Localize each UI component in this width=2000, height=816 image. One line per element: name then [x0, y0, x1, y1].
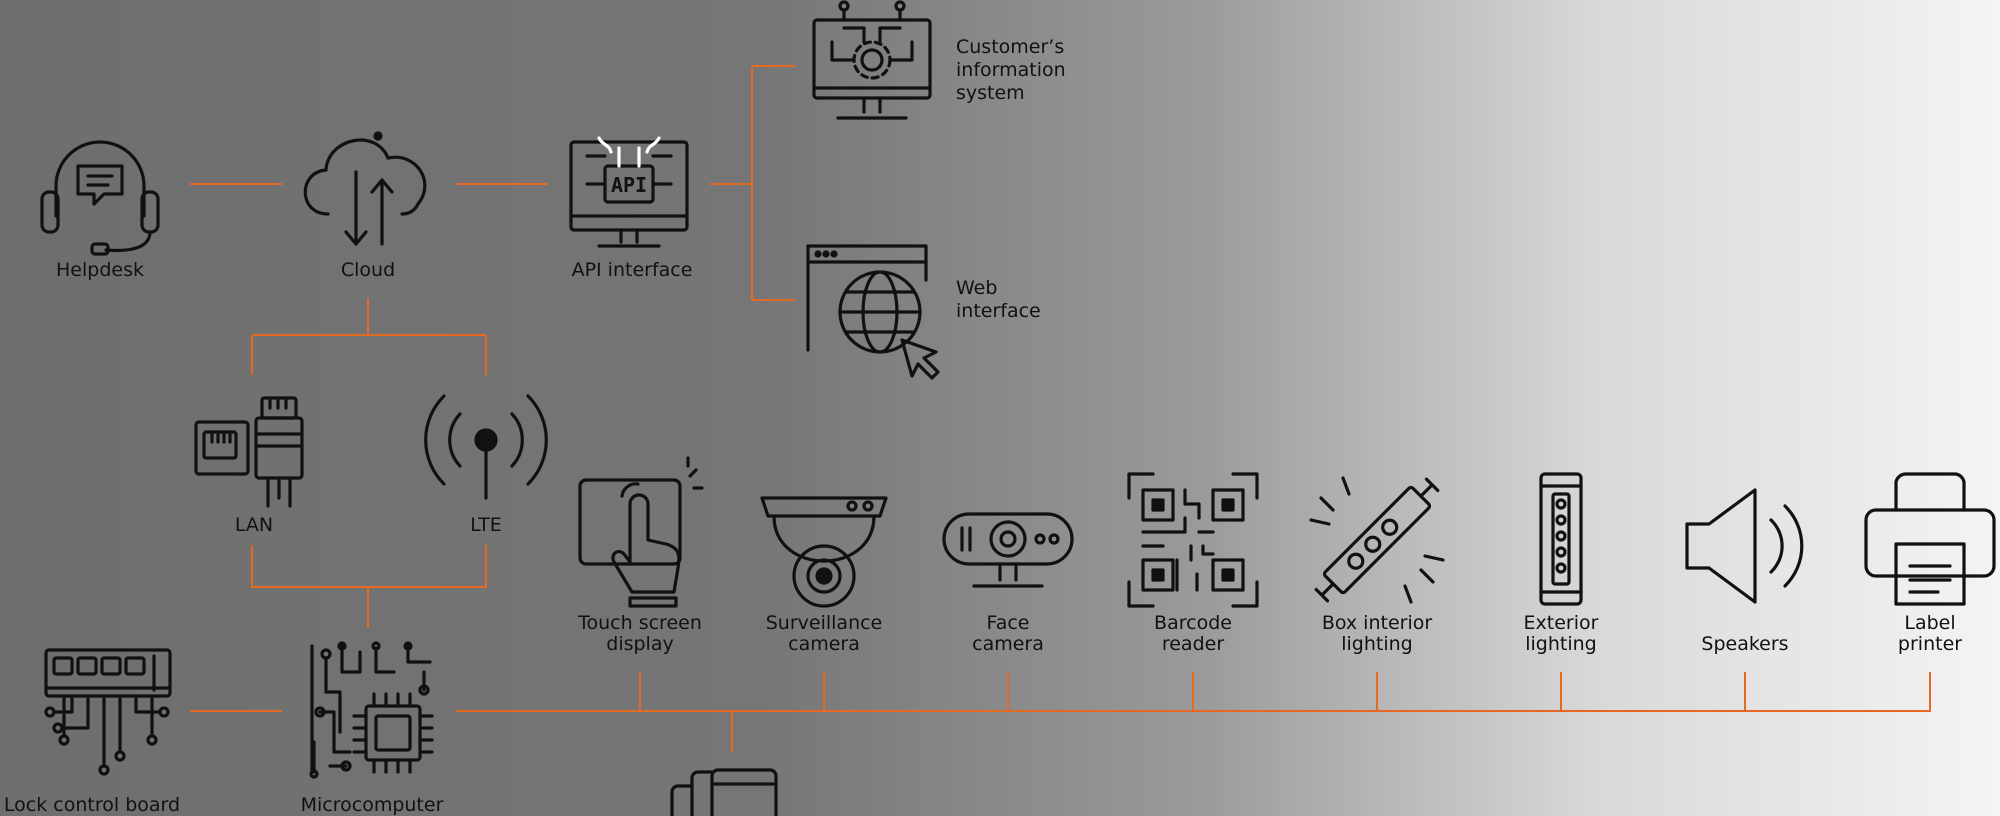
antenna-icon [424, 394, 548, 500]
face-camera-label: Face camera [972, 612, 1044, 655]
headset-icon [40, 140, 160, 256]
ethernet-icon [194, 396, 304, 508]
api-interface-label: API interface [571, 259, 693, 281]
api-badge: API [611, 173, 647, 197]
led-strip-icon [1309, 476, 1445, 604]
helpdesk-label: Helpdesk [56, 259, 144, 281]
microcomputer-label: Microcomputer [300, 794, 444, 816]
connectors [190, 65, 1931, 752]
printer-icon [1864, 472, 1996, 606]
customer-system-label: Customer’s information system [956, 36, 1066, 104]
circuit-board-icon [44, 648, 172, 776]
webcam-icon [942, 512, 1074, 588]
dome-camera-icon [760, 496, 888, 608]
label-printer-label: Label printer [1897, 612, 1963, 655]
light-bar-icon [1539, 472, 1583, 606]
web-interface-label: Web interface [956, 277, 1041, 322]
box-lighting-label: Box interior lighting [1321, 612, 1433, 655]
exterior-lighting-label: Exterior lighting [1523, 612, 1599, 655]
connector-peripherals-bus [456, 672, 1931, 752]
qr-code-icon [1127, 472, 1259, 608]
connector-cloud-network [251, 298, 487, 375]
connector-network-micro [251, 545, 487, 628]
api-monitor-icon [569, 136, 689, 248]
barcode-label: Barcode reader [1154, 612, 1232, 655]
cloud-icon [303, 131, 427, 246]
monitor-gear-icon [812, 0, 932, 120]
microchip-icon [309, 641, 434, 779]
connector-api-systems [710, 65, 795, 301]
lan-label: LAN [234, 514, 274, 536]
globe-browser-icon [806, 244, 940, 380]
speaker-icon [1685, 488, 1804, 604]
device-stack-icon [670, 768, 778, 816]
surveillance-label: Surveillance camera [765, 612, 883, 655]
lte-label: LTE [470, 514, 502, 536]
speakers-label: Speakers [1701, 633, 1789, 655]
touchscreen-icon [578, 456, 704, 608]
cloud-label: Cloud [340, 259, 396, 281]
touchscreen-label: Touch screen display [578, 612, 702, 655]
lock-board-label: Lock control board [3, 794, 181, 816]
